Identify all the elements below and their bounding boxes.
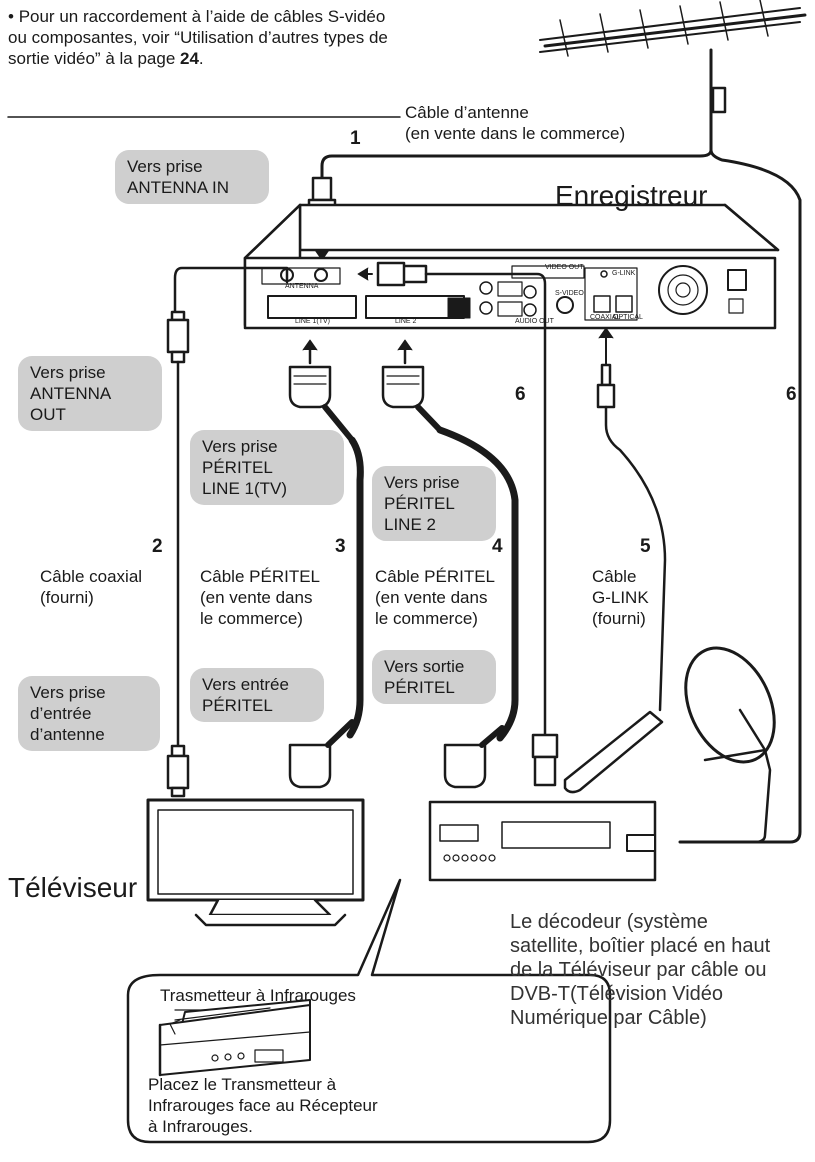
- cable-3-label: Câble PÉRITEL (en vente dans le commerce…: [200, 567, 320, 628]
- callout-antenna-out: Vers prise ANTENNA OUT: [18, 356, 162, 431]
- panel-video-out: VIDEO OUT: [545, 264, 584, 271]
- recorder-label: Enregistreur: [555, 180, 708, 211]
- panel-antenna: ANTENNA: [285, 283, 319, 290]
- callout-peritel-sortie: Vers sortie PÉRITEL: [372, 650, 496, 704]
- cable-4-number: 4: [492, 536, 503, 557]
- decoder-device: [428, 800, 657, 882]
- cable-1-label: Câble d’antenne (en vente dans le commer…: [405, 103, 626, 143]
- tv-label: Téléviseur: [8, 872, 138, 903]
- panel-line2: LINE 2: [395, 318, 417, 325]
- callout-peritel-entree: Vers entrée PÉRITEL: [190, 668, 324, 722]
- callout-antenna-in: Vers prise ANTENNA IN: [115, 150, 269, 204]
- callout-peritel-line1: Vers prise PÉRITEL LINE 1(TV): [190, 430, 344, 505]
- connection-note: • Pour un raccordement à l’aide de câble…: [8, 6, 388, 69]
- cable-6b-number: 6: [786, 384, 797, 405]
- ir-transmitter-icon: [158, 999, 311, 1077]
- cable-2-label: Câble coaxial (fourni): [40, 567, 143, 607]
- note-page-ref: 24: [180, 49, 199, 68]
- cable-4-label: Câble PÉRITEL (en vente dans le commerce…: [375, 567, 495, 628]
- cable-5-label: Câble G-LINK (fourni): [592, 567, 649, 628]
- cable-1-number: 1: [350, 128, 361, 149]
- cable-3-number: 3: [335, 536, 346, 557]
- recorder-device: [243, 203, 780, 330]
- decoder-label: Le décodeur (système satellite, boîtier …: [510, 911, 771, 1029]
- ir-title: Trasmetteur à Infrarouges: [160, 986, 356, 1005]
- cable-6a-number: 6: [515, 384, 526, 405]
- panel-g-link: G-LINK: [612, 270, 636, 277]
- cable-5-number: 5: [640, 536, 651, 557]
- note-text: Pour un raccordement à l’aide de câbles …: [8, 7, 388, 68]
- tv-device: [146, 798, 365, 927]
- callout-antenne-entree: Vers prise d’entrée d’antenne: [18, 676, 160, 751]
- callout-peritel-line2: Vers prise PÉRITEL LINE 2: [372, 466, 496, 541]
- ir-instructions: Placez le Transmetteur à Infrarouges fac…: [148, 1075, 378, 1136]
- cable-2-number: 2: [152, 536, 163, 557]
- panel-optical: OPTICAL: [613, 314, 643, 321]
- panel-line1: LINE 1(TV): [295, 318, 331, 325]
- satellite-dish-icon: [684, 646, 776, 844]
- note-bullet: •: [8, 7, 14, 26]
- note-end: .: [198, 49, 204, 68]
- antenna-icon: [539, 0, 807, 152]
- panel-audio-out: AUDIO OUT: [515, 318, 554, 325]
- panel-s-video: S-VIDEO: [555, 290, 584, 297]
- panel-coaxial: COAXIAL: [590, 314, 621, 321]
